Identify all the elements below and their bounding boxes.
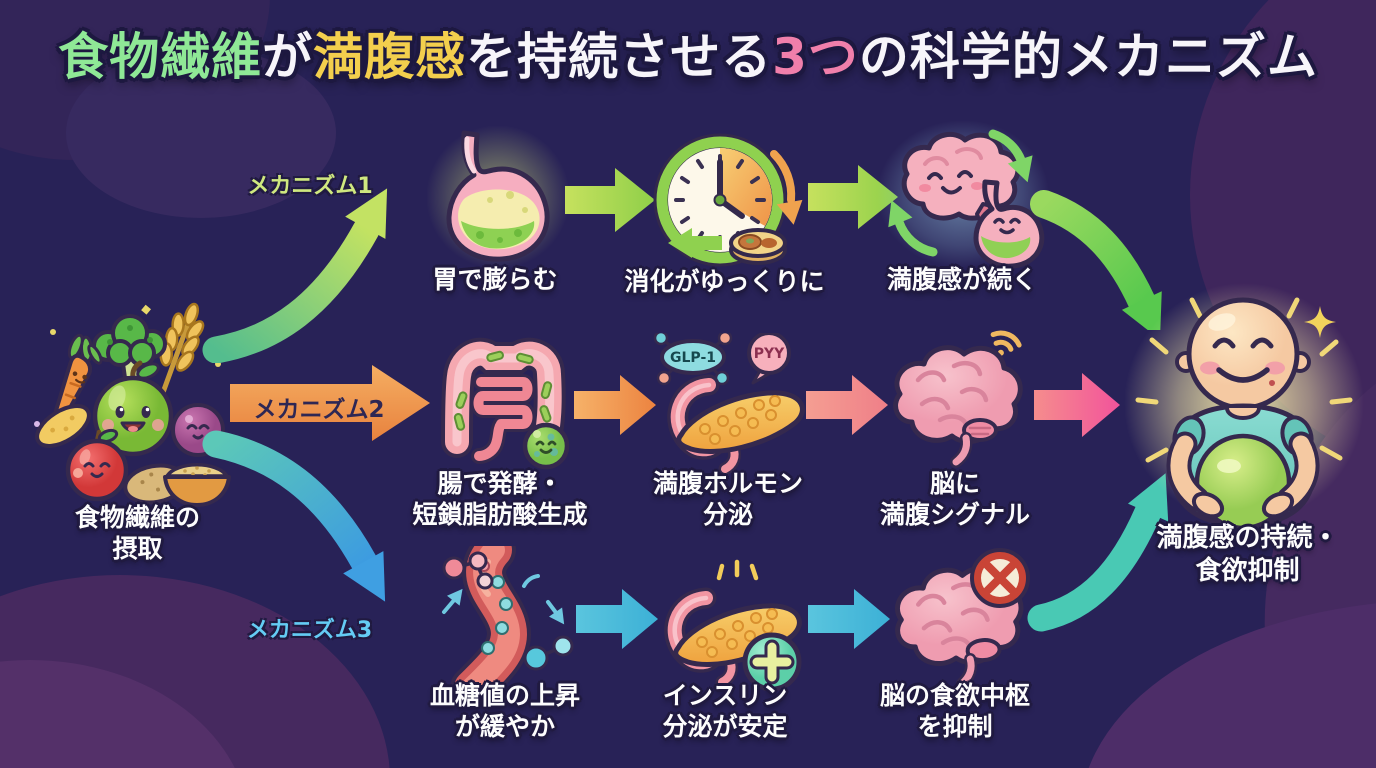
- step-label-stomach: 胃で膨らむ: [432, 265, 558, 294]
- step-label-satiety-lasts: 満腹感が続く: [886, 265, 1037, 294]
- fiber-foods-icon: [34, 302, 231, 507]
- mechanism2-badge: メカニズム2: [253, 397, 385, 423]
- wifi-signal-icon: [990, 330, 1022, 356]
- arrow-row2-step1: [574, 375, 656, 435]
- source-label: 食物繊維の摂取: [74, 503, 200, 563]
- step-label-insulin: インスリン分泌が安定: [662, 681, 788, 741]
- brain-satiety-signal-icon: [893, 330, 1023, 468]
- step-label-blood-sugar: 血糖値の上昇が緩やか: [429, 681, 580, 741]
- squash-icon: [35, 404, 91, 448]
- happy-stomach-icon: [973, 179, 1045, 269]
- slow-digestion-clock-icon: [653, 133, 803, 267]
- branch-arrow-mechanism1: [202, 188, 388, 363]
- outcome-label: 満腹感の持続・食欲抑制: [1156, 523, 1339, 586]
- red-apple-icon: [65, 428, 129, 502]
- glow-rays: [1135, 297, 1353, 463]
- bg-blob: [66, 48, 336, 218]
- grain-bowl-icon: [163, 463, 231, 507]
- no-sign-icon: [970, 548, 1030, 608]
- arrow-row1-step2: [808, 165, 898, 229]
- page-title: 食物繊維が満腹感を持続させる3つの科学的メカニズム: [58, 28, 1318, 86]
- mechanism1-badge: メカニズム1: [247, 174, 373, 199]
- branch-arrow-mechanism2: [230, 365, 430, 441]
- pancreas-hormone-icon: GLP-1 PYY: [653, 333, 805, 476]
- food-icon: [729, 228, 787, 265]
- arrow-row1-step1: [565, 168, 655, 232]
- step-label-hormone: 満腹ホルモン分泌: [652, 469, 803, 529]
- pyy-label: PYY: [754, 346, 785, 362]
- step-label-brain-signal: 脳に満腹シグナル: [879, 469, 1030, 529]
- intestine-fermentation-icon: [441, 337, 570, 470]
- title-seg-fiber: 食物繊維: [58, 28, 263, 86]
- mechanism3-badge: メカニズム3: [246, 618, 373, 643]
- sparkle-icon: [1304, 306, 1336, 338]
- pancreas-insulin-icon: [664, 559, 802, 692]
- step-label-digestion: 消化がゆっくりに: [624, 267, 825, 296]
- pyy-bubble: PYY: [747, 333, 791, 385]
- glp1-bubble: GLP-1: [653, 333, 733, 386]
- plus-badge-icon: [742, 632, 802, 692]
- arrow-row3-step2: [808, 589, 890, 649]
- microbe-icon: [522, 422, 570, 470]
- arrow-row2-step2: [806, 375, 888, 435]
- brain-stomach-cycle-icon: [877, 120, 1049, 269]
- broccoli-icon: [92, 314, 167, 380]
- title-seg-satiety: 満腹感: [313, 28, 467, 86]
- satisfied-person-icon: [1124, 283, 1364, 528]
- title-seg-three: 3つ: [772, 28, 859, 86]
- step-label-appetite-center: 脳の食欲中枢を抑制: [879, 681, 1030, 741]
- glp1-label: GLP-1: [670, 350, 716, 366]
- branch-arrow-mechanism3: [202, 430, 386, 602]
- glucose-molecule-icon: [523, 635, 574, 671]
- arrow-row3-step1: [576, 589, 658, 649]
- blood-vessel-glucose-icon: [442, 546, 574, 694]
- brain-appetite-suppress-icon: [894, 548, 1030, 690]
- arrow-row2-to-outcome: [1034, 373, 1120, 437]
- stomach-icon: [426, 125, 570, 269]
- glucose-molecule-icon: [442, 551, 494, 590]
- step-label-fermentation: 腸で発酵・短鎖脂肪酸生成: [412, 469, 588, 529]
